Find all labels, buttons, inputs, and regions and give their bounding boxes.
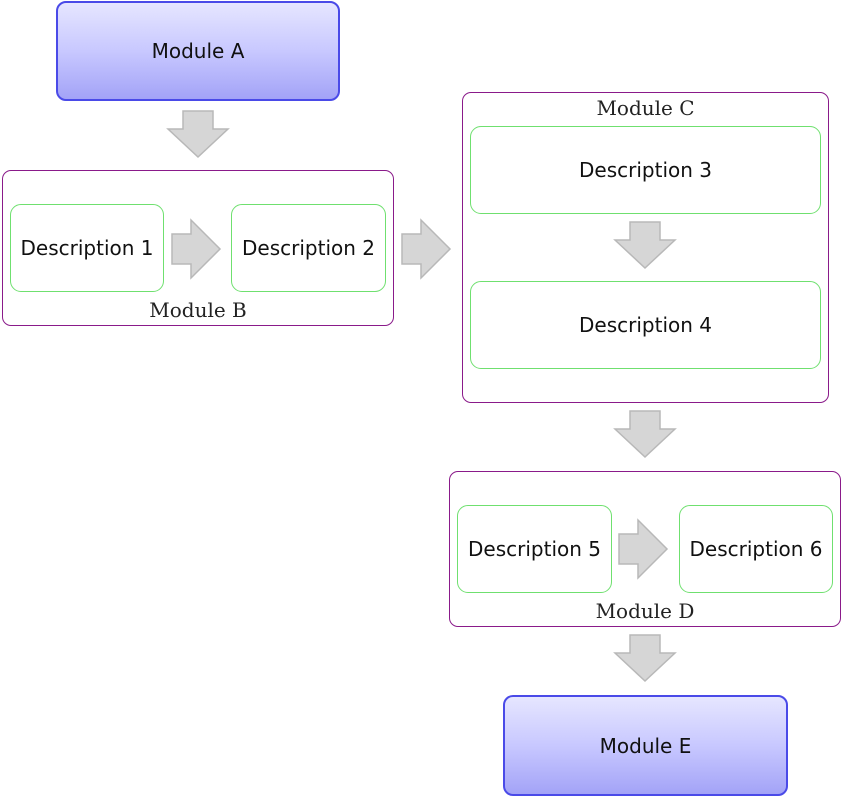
- description-6-label: Description 6: [689, 537, 823, 561]
- description-5-label: Description 5: [468, 537, 601, 561]
- module-b-caption: Module B: [2, 298, 394, 322]
- description-5-box: Description 5: [457, 505, 612, 593]
- description-4-label: Description 4: [579, 313, 712, 337]
- module-d-caption: Module D: [449, 599, 841, 623]
- arrow-right-icon: [618, 518, 669, 580]
- description-6-box: Description 6: [679, 505, 833, 593]
- module-b-label: Module B: [149, 298, 247, 322]
- description-3-label: Description 3: [579, 158, 712, 182]
- arrow-down-icon: [166, 110, 230, 159]
- arrow-down-icon: [613, 634, 677, 683]
- description-2-box: Description 2: [231, 204, 386, 292]
- description-3-box: Description 3: [470, 126, 821, 214]
- module-a-label: Module A: [151, 39, 245, 63]
- module-c-label: Module C: [596, 96, 695, 120]
- arrow-down-icon: [613, 221, 677, 270]
- module-a-box: Module A: [56, 1, 340, 101]
- description-2-label: Description 2: [242, 236, 375, 260]
- module-c-caption: Module C: [462, 96, 829, 120]
- arrow-right-icon: [171, 218, 222, 280]
- description-1-box: Description 1: [10, 204, 164, 292]
- description-4-box: Description 4: [470, 281, 821, 369]
- module-d-label: Module D: [595, 599, 695, 623]
- arrow-right-icon: [401, 218, 452, 280]
- module-e-label: Module E: [599, 733, 692, 758]
- arrow-down-icon: [613, 410, 677, 459]
- module-e-box: Module E: [503, 695, 788, 796]
- description-1-label: Description 1: [20, 236, 154, 260]
